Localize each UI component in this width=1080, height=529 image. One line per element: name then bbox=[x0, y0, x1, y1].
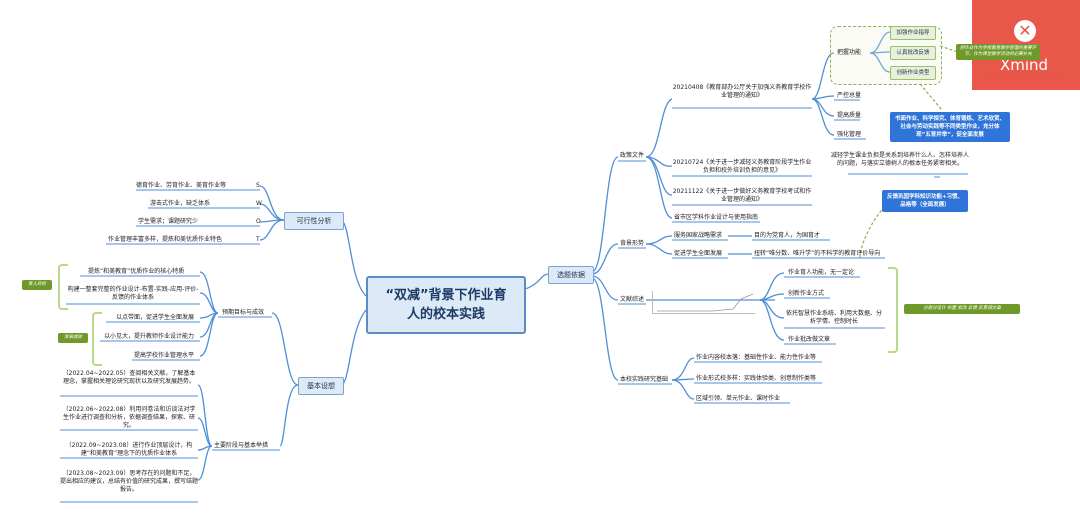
goals-tag-1: 育人目标 bbox=[22, 280, 52, 290]
stage-3[interactable]: （2022.09~2023.08）进行作业顶层设计，构建“和美教育”理念下的优质… bbox=[65, 442, 193, 457]
lit-item-1[interactable]: 作业育人功能，无一定论 bbox=[788, 269, 855, 276]
basis-item-3[interactable]: 区域引领、单元作业、课时作业 bbox=[696, 395, 781, 402]
doc1-sub-grasp[interactable]: 把握功能 bbox=[837, 49, 862, 56]
central-topic[interactable]: “双减”背景下作业育人的校本实践 bbox=[366, 276, 526, 334]
doc1-sub-total[interactable]: 严控总量 bbox=[837, 92, 862, 99]
blue-note-feedback: 反馈巩固学科知识功能+习惯、品格等（全面发展） bbox=[882, 190, 968, 212]
stage-4[interactable]: （2023.08~2023.09）思考存在的问题和不足，提出相应的建议，总结有价… bbox=[60, 470, 199, 493]
stages-label[interactable]: 主要阶段与基本举措 bbox=[214, 442, 269, 449]
note-small: 把作业作为学校教育教学管理的重要环节，作为课堂教学活动的必要补充 bbox=[956, 44, 1040, 60]
swot-tag-o: O bbox=[256, 218, 261, 225]
literature-bracket bbox=[888, 267, 898, 353]
stage-2[interactable]: （2022.06~2022.08）利用问卷法和访谈法对学生作业进行调查和分析，依… bbox=[62, 406, 196, 429]
swot-item-w[interactable]: 游击式作业，缺乏体系 bbox=[150, 200, 211, 207]
topic-feasibility[interactable]: 可行性分析 bbox=[284, 212, 344, 230]
doc1-item-3[interactable]: 创新作业类型 bbox=[890, 66, 936, 80]
doc1-sub-manage[interactable]: 强化管理 bbox=[837, 131, 862, 138]
basis-item-1[interactable]: 作业内容校本落：基础性作业、能力性作业等 bbox=[696, 354, 817, 361]
lit-item-2[interactable]: 创新作业方式 bbox=[788, 290, 825, 297]
doc2-node[interactable]: 20210724《关于进一步减轻义务教育阶段学生作业负担和校外培训负担的意见》 bbox=[672, 159, 812, 174]
goals-bracket-2 bbox=[92, 312, 102, 366]
policy-label[interactable]: 政策文件 bbox=[620, 152, 645, 159]
goals-label[interactable]: 预期目标与成效 bbox=[222, 309, 265, 316]
doc4-node[interactable]: 省市区学科作业设计与使用指南 bbox=[674, 214, 759, 221]
doc2-note: 减轻学生课业负担是关系到培养什么人、怎样培养人的问题，与落实立德树人的根本任务紧… bbox=[830, 152, 969, 167]
goal-5[interactable]: 提高学校作业管理水平 bbox=[134, 352, 195, 359]
doc1-item-1[interactable]: 加强作业指导 bbox=[890, 26, 936, 40]
lit-item-4[interactable]: 作业批改做文章 bbox=[788, 336, 831, 343]
bg-item-1-right[interactable]: 目的为党育人，为国育才 bbox=[754, 232, 821, 239]
xmind-logo-icon: ✕ bbox=[1014, 20, 1036, 42]
goal-2[interactable]: 构建一整套完整的作业设计-布置-实践-应用-评价-反馈的作业体系 bbox=[67, 286, 199, 301]
stage-1[interactable]: （2022.04~2022.05）查阅相关文献，了解基本理念，掌握相关理论研究现… bbox=[62, 370, 196, 385]
blue-note-types: 书面作业、科学探究、体育锻炼、艺术欣赏、社会与劳动实践等不同类型作业，充分体现“… bbox=[890, 112, 1010, 142]
lit-item-3[interactable]: 依托智慧作业系统、利用大数据、分析学情、控制时长 bbox=[785, 310, 882, 325]
basis-label[interactable]: 本校实践研究基础 bbox=[620, 376, 669, 383]
basis-item-2[interactable]: 作业形式校多样：实践体验类、创意制作类等 bbox=[696, 375, 817, 382]
watermark-sub: Evaluation Copy bbox=[985, 72, 1070, 82]
goal-3[interactable]: 以点带面，促进学生全面发展 bbox=[116, 314, 195, 321]
swot-item-s[interactable]: 德育作业、劳育作业、美育作业等 bbox=[136, 182, 227, 189]
watermark-brand: Xmind bbox=[1000, 56, 1049, 74]
swot-tag-w: W bbox=[256, 200, 262, 207]
goal-1[interactable]: 提炼“和美教育”优质作业的核心特质 bbox=[88, 268, 185, 275]
doc1-item-2[interactable]: 认真批改反馈 bbox=[890, 46, 936, 60]
literature-label[interactable]: 文献综述 bbox=[620, 296, 645, 303]
bg-item-2-right[interactable]: 扭转“唯分数、唯升学”的不科学的教育评价导向 bbox=[754, 250, 881, 257]
goals-bracket-1 bbox=[58, 264, 68, 310]
topic-vision[interactable]: 基本设想 bbox=[298, 377, 344, 395]
swot-item-o[interactable]: 学生需求；课题研究少 bbox=[138, 218, 199, 225]
doc1-sub-quality[interactable]: 提高质量 bbox=[837, 112, 862, 119]
bg-item-1[interactable]: 服务国家战略需求 bbox=[674, 232, 723, 239]
doc3-node[interactable]: 20211122《关于进一步做好义务教育学校考试和作业管理的通知》 bbox=[672, 188, 812, 203]
bg-item-2[interactable]: 促进学生全面发展 bbox=[674, 250, 723, 257]
doc1-node[interactable]: 20210408《教育部办公厅关于加强义务教育学校作业管理的通知》 bbox=[672, 84, 812, 99]
goal-4[interactable]: 以小见大，提升教师作业设计能力 bbox=[104, 333, 195, 340]
literature-thumbnail-chart bbox=[652, 291, 755, 314]
swot-item-t[interactable]: 作业管理丰富多样，提炼和美优质作业特色 bbox=[108, 236, 223, 243]
lit-tag: 分层分设计 布置 批改 反馈 反思调文章 bbox=[904, 304, 1020, 314]
goals-tag-2: 发展成效 bbox=[58, 333, 88, 343]
swot-tag-t: T bbox=[256, 236, 260, 243]
background-label[interactable]: 背景形势 bbox=[620, 240, 645, 247]
swot-tag-s: S bbox=[256, 182, 260, 189]
topic-basis[interactable]: 选题依据 bbox=[548, 266, 594, 284]
